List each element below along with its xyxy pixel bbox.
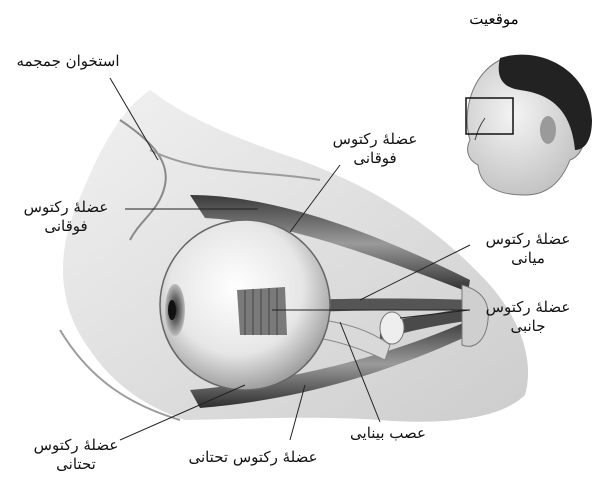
inset-title: موقعیت [469, 10, 518, 28]
label-inferior-rectus-left: عضلهٔ رکتوس تحتانی [20, 436, 132, 474]
label-superior-rectus-top: عضلهٔ رکتوس فوقانی [320, 130, 430, 168]
head-inset: موقعیت [466, 10, 592, 195]
label-lateral-rectus: عضلهٔ رکتوس جانبی [472, 298, 584, 336]
label-inferior-rectus-bottom: عضلهٔ رکتوس تحتانی [178, 448, 328, 467]
eyeball [160, 220, 330, 390]
label-skull-bone: استخوان جمجمه [8, 52, 128, 71]
label-superior-rectus-left: عضلهٔ رکتوس فوقانی [10, 198, 122, 236]
label-medial-rectus: عضلهٔ رکتوس میانی [472, 230, 584, 268]
label-optic-nerve: عصب بینایی [338, 424, 438, 443]
